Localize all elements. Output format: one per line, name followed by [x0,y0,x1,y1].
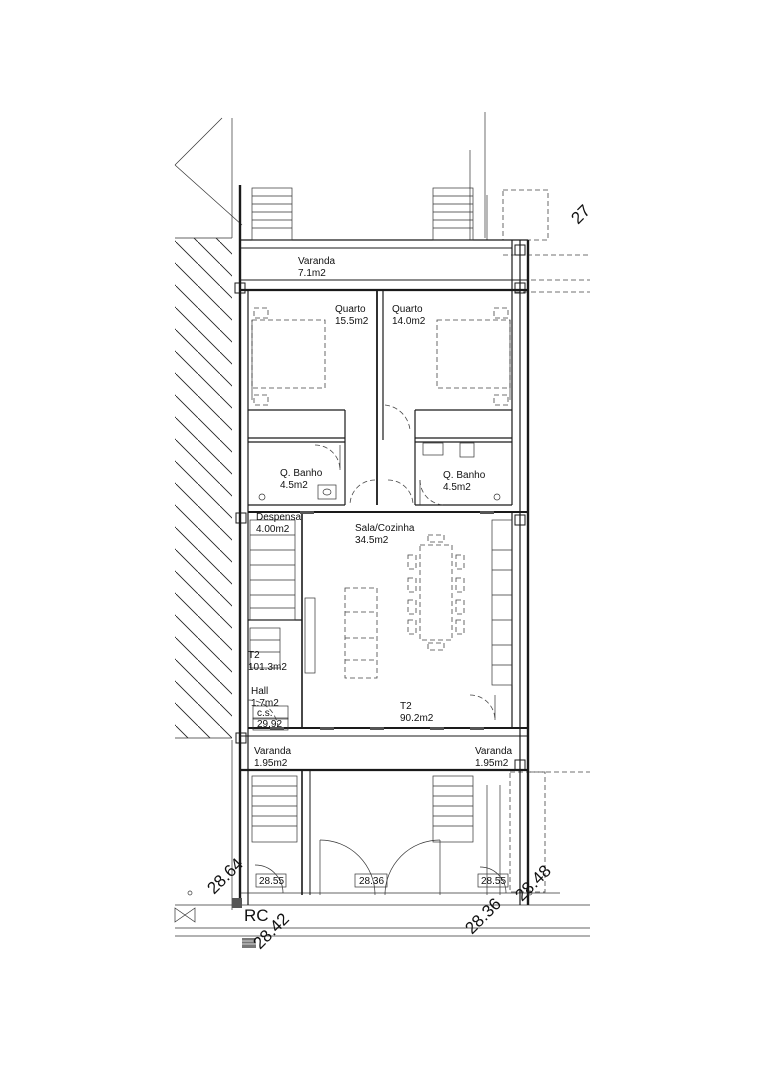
level-28-55-left: 28.55 [259,876,284,887]
label-despensa: Despensa [256,512,301,523]
area-hall: 1.7m2 [251,698,279,709]
label-t2-center: T2 [400,701,412,712]
level-28-55-right: 28.55 [481,876,506,887]
neighbour-dashed [502,189,590,893]
kitchen-counter [491,519,513,686]
area-varanda-top: 7.1m2 [298,268,326,279]
level-boxes [252,705,509,888]
value-cs: 29.92 [257,719,282,730]
label-varanda-br: Varanda [475,746,513,757]
beds [251,307,511,406]
area-t2-center: 90.2m2 [400,713,434,724]
level-28-48: 28.48 [511,861,555,905]
label-banho-left: Q. Banho [280,468,323,479]
area-t2-left: 101.3m2 [248,662,287,673]
level-28-36-center: 28.36 [359,876,384,887]
top-stairs [251,187,474,241]
corridor-doors [247,404,496,729]
area-varanda-bl: 1.95m2 [254,758,288,769]
floor-label: RC [244,906,269,925]
label-banho-right: Q. Banho [443,470,486,481]
label-quarto-left: Quarto [335,304,366,315]
dining-table [407,534,465,651]
label-t2-left: T2 [248,650,260,661]
label-hall: Hall [251,686,268,697]
bath-fixtures [258,442,501,506]
area-quarto-left: 15.5m2 [335,316,369,327]
room-labels: Varanda 7.1m2 Quarto 15.5m2 Quarto 14.0m… [248,256,513,769]
entrance-markers [174,890,533,948]
label-cs: c.s. [257,708,273,719]
label-varanda-bl: Varanda [254,746,292,757]
interior-walls [235,290,528,895]
label-varanda-top: Varanda [298,256,336,267]
area-despensa: 4.00m2 [256,524,290,535]
level-28-36-right: 28.36 [461,894,505,938]
neighbour-hatch [175,237,232,739]
windows [270,511,494,730]
area-banho-left: 4.5m2 [280,480,308,491]
interior-stairs [249,519,296,669]
ground-doors [254,839,507,896]
site-lines [174,112,590,937]
label-sala: Sala/Cozinha [355,523,415,534]
area-varanda-br: 1.95m2 [475,758,509,769]
area-quarto-right: 14.0m2 [392,316,426,327]
level-27: 27 [567,201,594,228]
area-sala: 34.5m2 [355,535,389,546]
sofa [304,587,378,679]
label-quarto-right: Quarto [392,304,423,315]
area-banho-right: 4.5m2 [443,482,471,493]
